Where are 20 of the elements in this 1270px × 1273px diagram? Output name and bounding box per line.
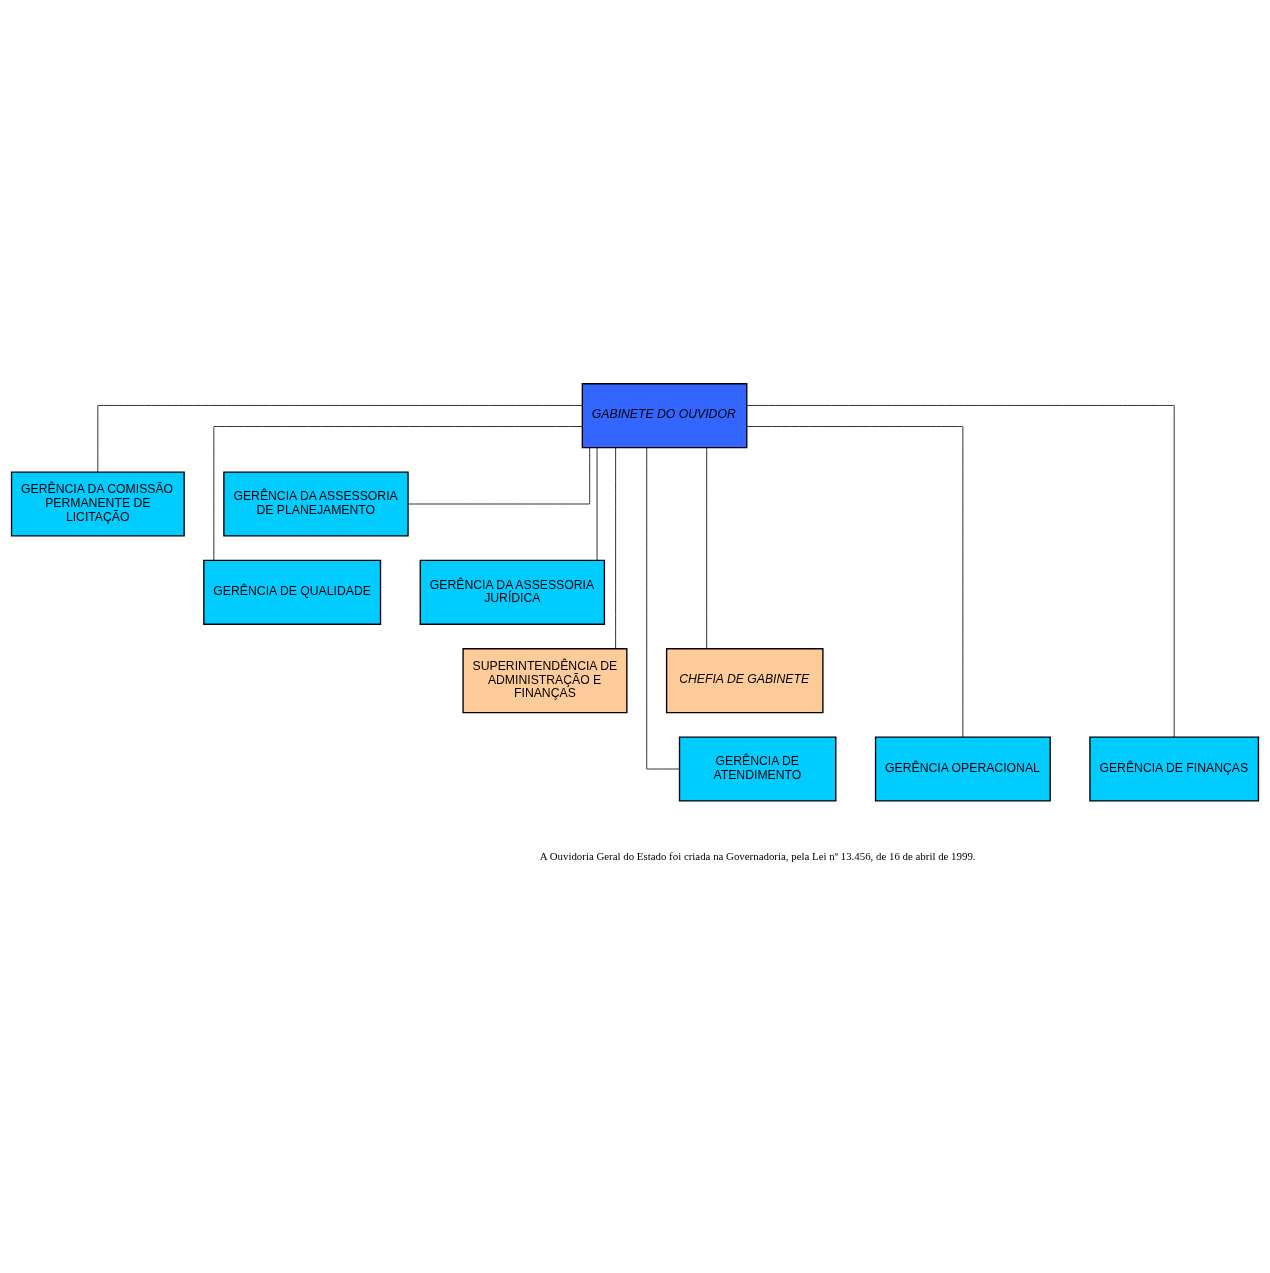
connector: [213, 426, 583, 561]
node-box: GERÊNCIA OPERACIONAL: [874, 736, 1051, 802]
node-box: GERÊNCIA DA ASSESSORIA DE PLANEJAMENTO: [223, 471, 409, 537]
node-box: GERÊNCIA DE FINANÇAS: [1089, 736, 1260, 802]
node-box: GABINETE DO OUVIDOR: [581, 383, 748, 449]
node-box: GERÊNCIA DE ATENDIMENTO: [678, 736, 837, 802]
node-box: GERÊNCIA DA ASSESSORIA JURÍDICA: [419, 559, 606, 625]
label: A Ouvidoria Geral do Estado foi criada na Governadoria, pela Lei nº 13.456, de 16 de abril de 1999.: [539, 849, 976, 862]
connector: [407, 447, 591, 505]
node-box: GERÊNCIA DA COMISSÃO PERMANENTE DE LICITAÇÃO: [10, 471, 185, 537]
connector: [97, 405, 583, 473]
connector: [615, 447, 617, 649]
connector: [746, 405, 1175, 738]
node-box: SUPERINTENDÊNCIA DE ADMINISTRAÇÃO E FINANÇAS: [462, 648, 628, 714]
node-box: CHEFIA DE GABINETE: [665, 648, 824, 714]
connector: [706, 447, 708, 649]
node-box: GERÊNCIA DE QUALIDADE: [203, 559, 382, 625]
connector: [646, 447, 680, 770]
connector: [746, 426, 964, 738]
connector: [596, 447, 598, 561]
